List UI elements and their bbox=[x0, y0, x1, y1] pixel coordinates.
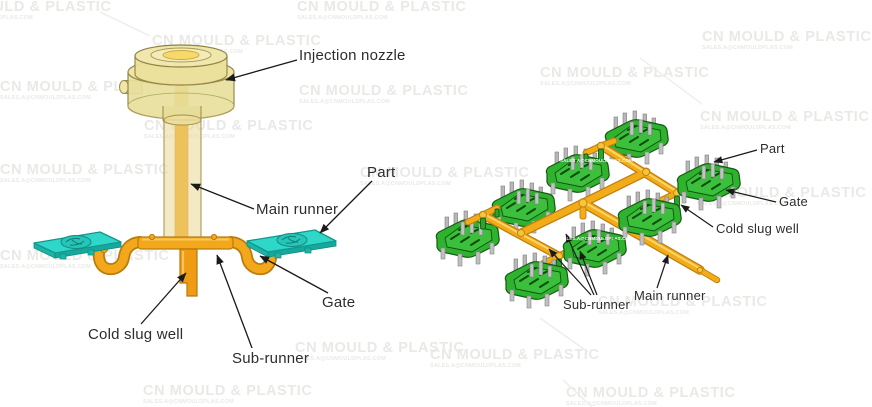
runner-bar-knob bbox=[210, 233, 218, 241]
arrow-sub-runner-left bbox=[216, 254, 253, 349]
sprue-tube-top bbox=[163, 114, 202, 126]
sprue-drop bbox=[579, 206, 587, 220]
label-injection-nozzle: Injection nozzle bbox=[299, 47, 406, 64]
arrow-sub-runner-right-3 bbox=[579, 250, 598, 296]
part-left-foot bbox=[59, 253, 67, 260]
sprue-top bbox=[162, 50, 200, 60]
arrow-gate-left bbox=[259, 255, 329, 294]
arrow-part-right bbox=[713, 149, 758, 164]
cold-slug-well-rod bbox=[179, 248, 198, 297]
runner-bar-knob bbox=[148, 233, 156, 241]
label-main-runner-right: Main runner bbox=[634, 288, 706, 303]
sprue-tube bbox=[163, 114, 202, 241]
part-left-graphic bbox=[33, 231, 122, 260]
arrow-main-runner-right bbox=[656, 254, 669, 289]
part-right-foot bbox=[304, 247, 312, 254]
watermark-slashes bbox=[99, 11, 703, 407]
label-part-left: Part bbox=[367, 164, 396, 181]
label-main-runner-left: Main runner bbox=[256, 201, 339, 218]
sprue-tube-body bbox=[163, 119, 202, 241]
arrow-main-runner-left bbox=[190, 183, 255, 210]
arrow-sub-runner-right-2 bbox=[565, 233, 595, 296]
part-left-foot bbox=[87, 249, 95, 256]
nozzle-side-nub-face bbox=[119, 80, 129, 94]
label-cold-slug-right: Cold slug well bbox=[716, 221, 800, 236]
arrow-injection-nozzle bbox=[225, 59, 298, 82]
injection-nozzle-graphic bbox=[119, 44, 235, 126]
runner-assembly-left bbox=[92, 233, 278, 297]
arrow-sub-runner-right-1 bbox=[548, 248, 592, 296]
label-sub-runner-left: Sub-runner bbox=[232, 350, 310, 367]
part-right-impeller-vanes bbox=[281, 235, 301, 244]
part-graphic bbox=[676, 154, 742, 211]
part-left-impeller-vanes bbox=[65, 237, 85, 246]
part-left-impeller bbox=[60, 235, 92, 249]
label-gate-left: Gate bbox=[322, 294, 356, 311]
part-right-graphic bbox=[246, 229, 337, 259]
part-right-foot bbox=[274, 252, 282, 259]
arrow-cold-slug-left bbox=[140, 272, 187, 325]
part-right-impeller bbox=[276, 233, 308, 247]
label-part-right: Part bbox=[760, 141, 785, 156]
arrow-gate-right bbox=[725, 188, 777, 203]
right-diagram bbox=[435, 110, 777, 309]
label-cold-slug-left: Cold slug well bbox=[88, 326, 184, 343]
label-sub-runner-right: Sub-runner bbox=[563, 297, 631, 312]
right-arrows bbox=[548, 149, 777, 296]
label-gate-right: Gate bbox=[779, 194, 808, 209]
arrow-cold-slug-right bbox=[680, 204, 714, 228]
left-diagram bbox=[33, 44, 373, 349]
arrow-part-left bbox=[319, 180, 373, 234]
left-arrows bbox=[140, 59, 373, 349]
